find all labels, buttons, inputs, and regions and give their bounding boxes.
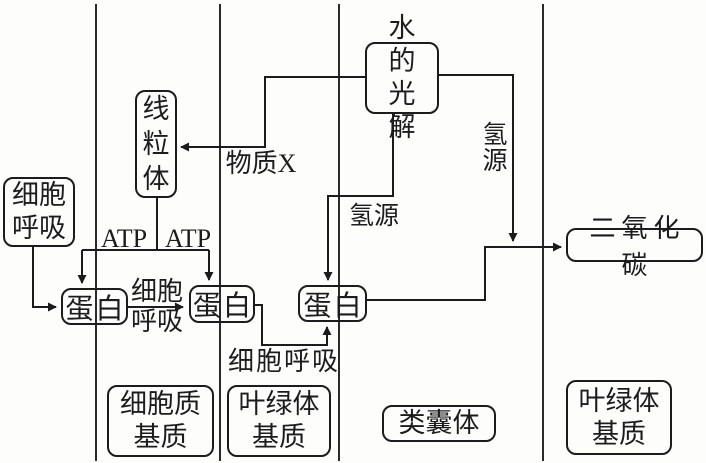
- label-cell-respiration-bottom: 细胞呼吸: [228, 347, 341, 376]
- box-protein-1: 蛋白: [61, 288, 128, 325]
- edge-protein2-to-protein3: [255, 304, 332, 346]
- box-chloroplast-stroma-left: 叶绿体 基质: [227, 385, 331, 457]
- box-mitochondrion: 线 粒 体: [135, 90, 177, 198]
- box-chloroplast-stroma-right: 叶绿体 基质: [566, 380, 672, 455]
- box-cell-respiration: 细胞 呼吸: [3, 177, 75, 247]
- label-atp-1: ATP: [100, 224, 148, 253]
- edge-mitochondrion-atp-stem: [82, 198, 209, 251]
- label-substance-x: 物质X: [225, 149, 297, 178]
- label-cell-respiration-mid: 细胞 呼吸: [130, 277, 183, 336]
- box-water-photolysis: 水的 光解: [365, 13, 439, 142]
- box-carbon-dioxide: 二氧化碳: [566, 214, 703, 280]
- edge-photolysis-hydrogen-right: [439, 74, 518, 242]
- box-cytoplasm-matrix: 细胞质 基质: [107, 385, 214, 457]
- edge-protein3-to-co2: [367, 242, 562, 301]
- label-atp-2: ATP: [164, 224, 212, 253]
- edge-substance-x-to-mitochondrion: [180, 76, 365, 152]
- edge-cellrespiration-to-protein1: [32, 247, 57, 312]
- edge-photolysis-to-protein3: [323, 114, 394, 281]
- box-protein-3: 蛋白: [298, 285, 367, 322]
- label-hydrogen-source-2: 氢 源: [482, 122, 508, 175]
- label-hydrogen-source-1: 氢源: [348, 203, 399, 230]
- box-protein-2: 蛋白: [189, 285, 255, 323]
- box-thylakoid: 类囊体: [382, 405, 496, 442]
